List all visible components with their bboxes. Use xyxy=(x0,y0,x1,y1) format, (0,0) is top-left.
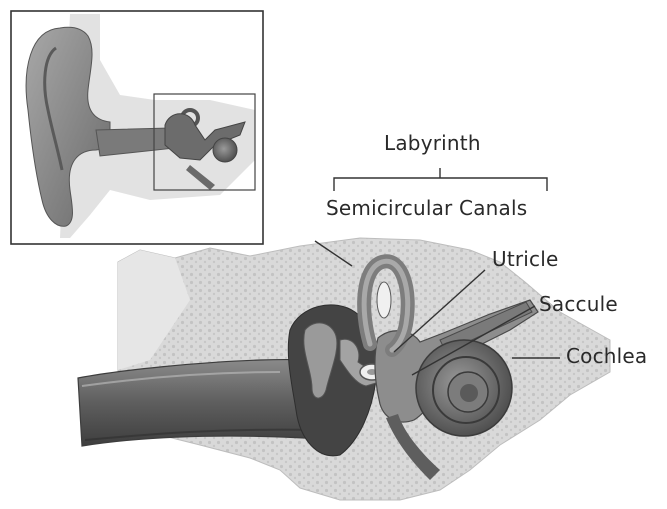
label-semicircular-canals: Semicircular Canals xyxy=(326,196,527,220)
label-cochlea: Cochlea xyxy=(566,344,647,368)
main-ear-view xyxy=(78,238,610,500)
label-labyrinth: Labyrinth xyxy=(384,131,481,155)
cochlea-shape xyxy=(416,340,512,436)
label-saccule: Saccule xyxy=(539,292,618,316)
labyrinth-bracket xyxy=(334,178,547,191)
label-utricle: Utricle xyxy=(492,247,559,271)
inset-whole-ear xyxy=(11,11,263,244)
